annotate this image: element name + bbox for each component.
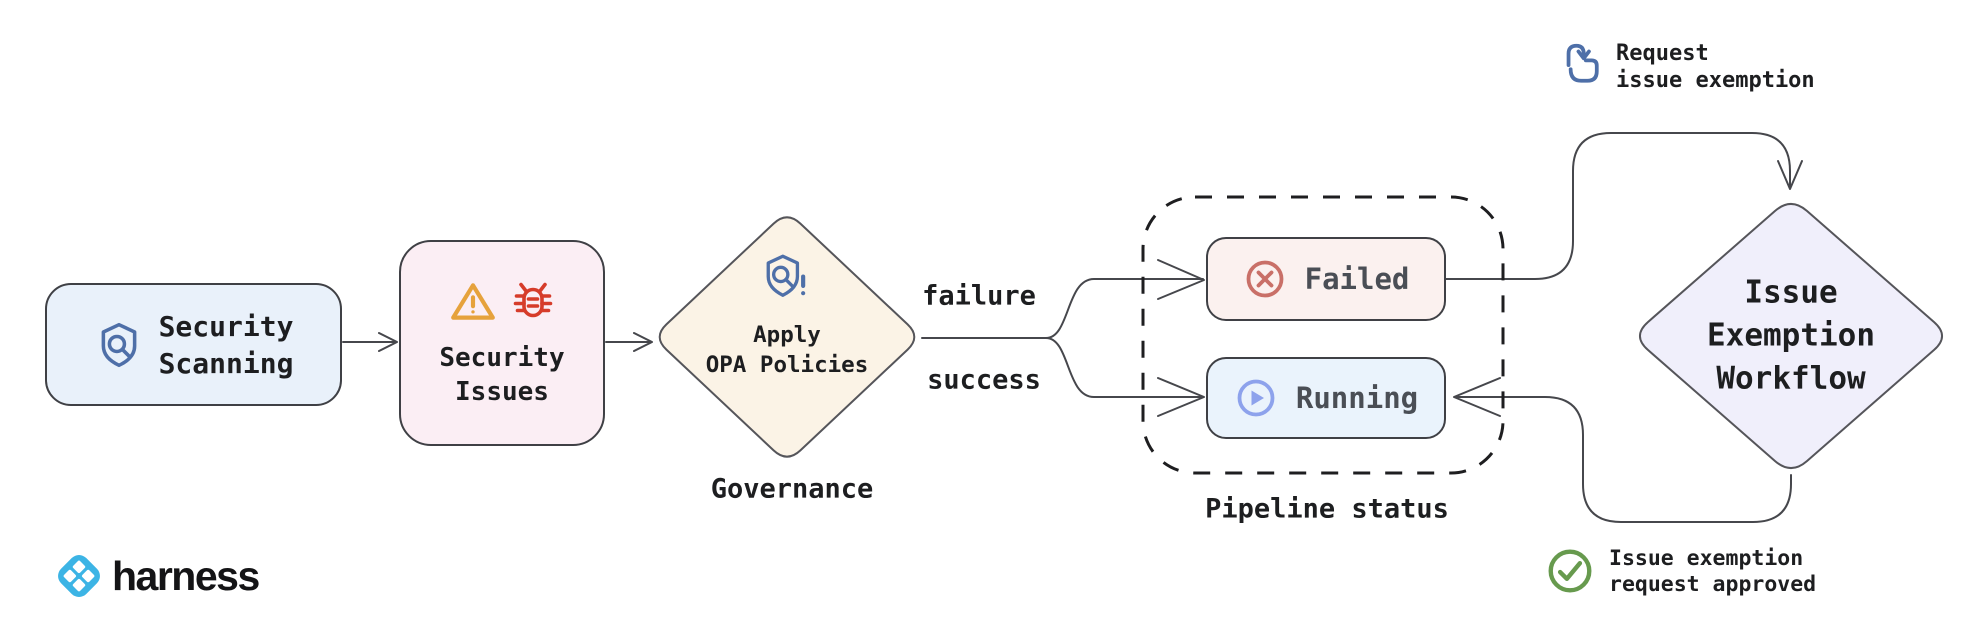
request-gesture-icon bbox=[1566, 43, 1599, 83]
annotation-text: Issue exemption request approved bbox=[1609, 546, 1817, 597]
edge-exemption-to-running bbox=[1455, 396, 1792, 523]
arrowhead bbox=[633, 332, 653, 352]
circle-play-icon bbox=[1237, 379, 1275, 417]
edge-success-branch bbox=[1045, 337, 1204, 398]
node-security-issues: Security Issues bbox=[399, 240, 605, 446]
node-label: Running bbox=[1295, 381, 1419, 415]
circle-check-icon bbox=[1548, 549, 1592, 593]
shield-alert-icon bbox=[766, 254, 806, 297]
circle-x-icon bbox=[1246, 260, 1284, 298]
harness-logo-icon bbox=[58, 555, 100, 597]
issue-icons bbox=[447, 277, 557, 327]
node-security-scanning: Security Scanning bbox=[45, 283, 342, 406]
node-status-failed: Failed bbox=[1206, 237, 1446, 321]
pipeline-status-caption: Pipeline status bbox=[1205, 493, 1449, 525]
pipeline-status-container bbox=[1141, 195, 1505, 475]
node-status-running: Running bbox=[1206, 357, 1446, 439]
harness-logo: harness bbox=[52, 549, 260, 603]
governance-caption: Governance bbox=[710, 473, 874, 505]
warning-triangle-icon bbox=[451, 283, 495, 320]
edge-label-success: success bbox=[927, 364, 1041, 396]
shield-search-icon bbox=[101, 322, 136, 367]
node-label: Failed bbox=[1304, 262, 1410, 296]
opa-policies-diamond bbox=[658, 216, 916, 458]
annotation-text: Request issue exemption bbox=[1616, 41, 1815, 93]
arrowhead bbox=[1157, 259, 1205, 300]
node-label-issue-exemption: Issue Exemption Workflow bbox=[1707, 274, 1875, 397]
issue-exemption-diamond bbox=[1638, 202, 1944, 470]
annotation-request-approved: Issue exemption request approved bbox=[1545, 546, 1816, 598]
arrowhead bbox=[378, 332, 398, 352]
edge-failed-to-exemption bbox=[1445, 132, 1791, 280]
arrowhead bbox=[1453, 377, 1501, 417]
edge-label-failure: failure bbox=[922, 280, 1036, 312]
arrowhead bbox=[1157, 377, 1205, 417]
edge-failure-branch bbox=[1045, 278, 1204, 339]
annotation-request-exemption: Request issue exemption bbox=[1556, 40, 1815, 94]
node-label: Security Scanning bbox=[158, 309, 294, 380]
bug-icon bbox=[513, 282, 553, 318]
arrowhead bbox=[1777, 160, 1803, 190]
node-label: Security Issues bbox=[439, 343, 565, 407]
node-label-opa: Apply OPA Policies bbox=[705, 322, 869, 378]
harness-logo-text: harness bbox=[112, 552, 260, 599]
